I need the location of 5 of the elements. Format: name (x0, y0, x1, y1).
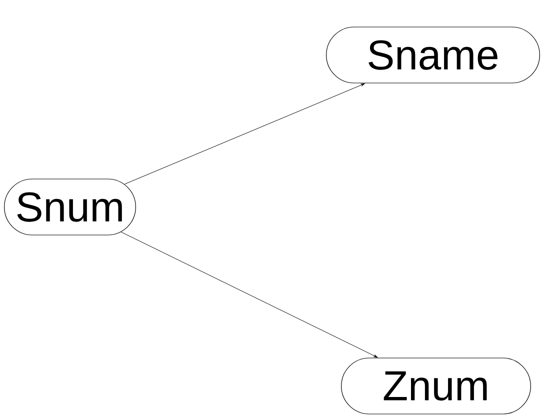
rounded-box: Snum (4, 178, 136, 236)
arrow (120, 232, 378, 358)
rounded-box: Znum (341, 358, 531, 414)
rounded-box: Sname (326, 26, 540, 84)
arrow (124, 83, 365, 184)
